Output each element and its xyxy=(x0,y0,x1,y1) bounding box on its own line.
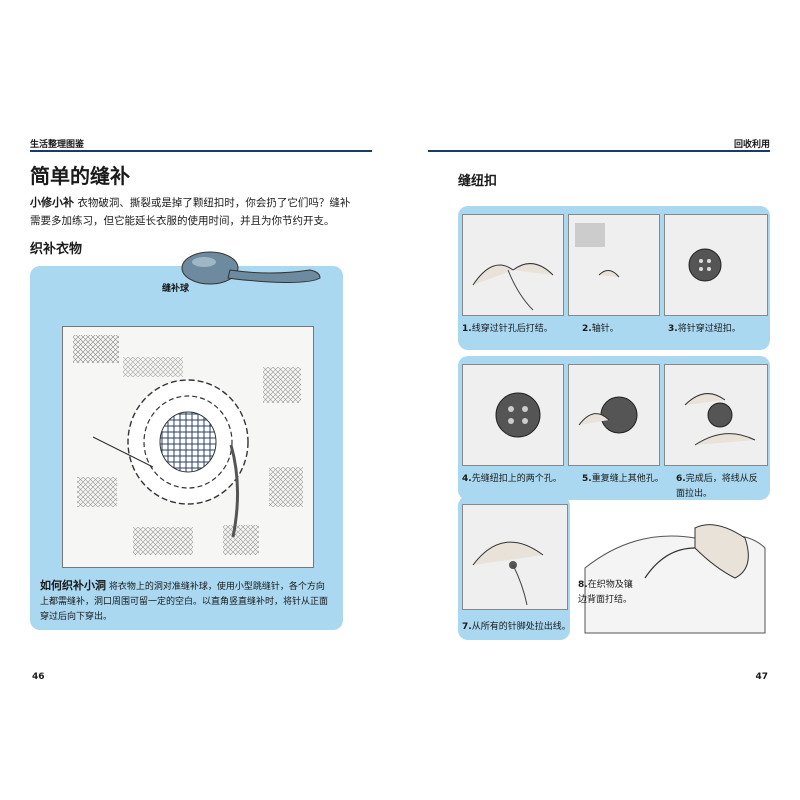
step-1-caption: 1.线穿过针孔后打结。 xyxy=(462,322,562,337)
page-number-right: 47 xyxy=(755,672,768,682)
darning-panel: 缝补球 如何织补小洞 将 xyxy=(30,266,343,630)
step-4-caption: 4.先缝纽扣上的两个孔。 xyxy=(462,472,572,487)
darning-fabric-illustration xyxy=(62,326,314,568)
intro-lead: 小修小补 xyxy=(30,196,74,209)
darning-egg-illustration xyxy=(170,248,330,308)
header-left-label: 生活整理图鉴 xyxy=(30,137,84,150)
header-rule-left xyxy=(30,150,372,152)
section-title-darning: 织补衣物 xyxy=(30,238,82,257)
step-2-caption: 2.轴针。 xyxy=(582,322,662,337)
step-5-image xyxy=(568,364,660,466)
page-number-left: 46 xyxy=(32,672,45,682)
header-rule-right xyxy=(428,150,770,152)
section-title-buttons: 缝纽扣 xyxy=(458,170,497,189)
step-5-caption: 5.重复缝上其他孔。 xyxy=(582,472,682,487)
button-steps-row-1: 1.线穿过针孔后打结。 2.轴针。 3.将针穿过纽扣。 xyxy=(458,206,770,350)
page-title: 简单的缝补 xyxy=(30,160,130,189)
step-4-image xyxy=(462,364,564,466)
step-8-caption: 8.在织物及镶边背面打结。 xyxy=(578,578,638,608)
intro-paragraph: 小修小补 衣物破洞、撕裂或是掉了颗纽扣时，你会扔了它们吗？缝补需要多加练习，但它… xyxy=(30,194,355,230)
button-steps-row-2: 4.先缝纽扣上的两个孔。 5.重复缝上其他孔。 6.完成后，将线从反面拉出。 xyxy=(458,356,770,500)
step-1-image xyxy=(462,214,564,316)
step-8-image xyxy=(575,508,770,638)
intro-text: 衣物破洞、撕裂或是掉了颗纽扣时，你会扔了它们吗？缝补需要多加练习，但它能延长衣服… xyxy=(30,197,350,227)
step-6-caption: 6.完成后，将线从反面拉出。 xyxy=(676,472,766,502)
step-7-image xyxy=(462,504,568,610)
step-3-caption: 3.将针穿过纽扣。 xyxy=(668,322,768,337)
button-step-7-panel: 7.从所有的针脚处拉出线。 xyxy=(458,496,570,640)
tool-label: 缝补球 xyxy=(162,282,189,297)
header-right-label: 回收利用 xyxy=(734,137,770,150)
step-2-image xyxy=(568,214,660,316)
step-6-image xyxy=(664,364,768,466)
step-3-image xyxy=(664,214,768,316)
darning-caption: 如何织补小洞 将衣物上的洞对准缝补球，使用小型跳缝针，各个方向上都需缝补，洞口周… xyxy=(40,578,330,625)
caption-lead: 如何织补小洞 xyxy=(40,579,106,592)
